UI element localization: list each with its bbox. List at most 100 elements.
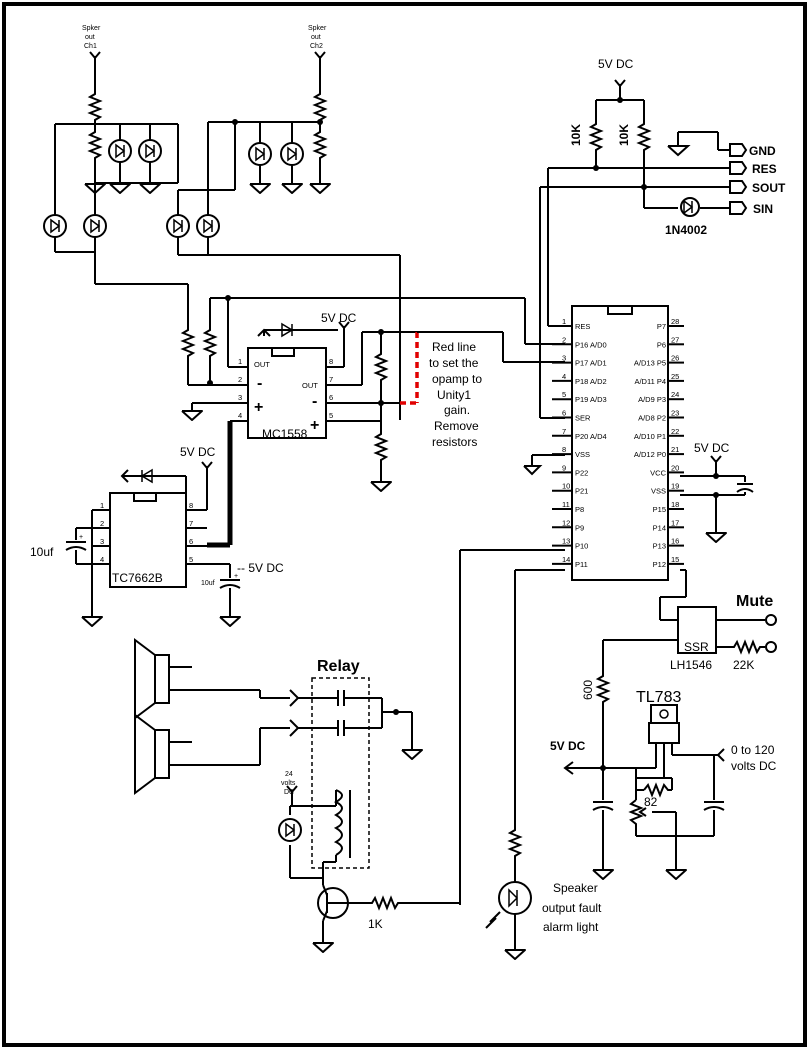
v5-reg-label: 5V DC — [550, 739, 586, 753]
mcu-pin-number-3: 3 — [562, 354, 566, 363]
sin-label: SIN — [753, 202, 773, 216]
mcu-pin-name-5: P19 A/D3 — [575, 395, 607, 404]
mcu-pin-number-19: 19 — [671, 482, 679, 491]
opamp-plus-b: + — [310, 417, 319, 434]
mcu-pin-number-28: 28 — [671, 317, 679, 326]
mcu-pin-number-21: 21 — [671, 445, 679, 454]
fault-label-2: output fault — [542, 901, 602, 915]
tl783-regulator — [563, 704, 725, 880]
opamp-pin-7: 7 — [329, 375, 333, 384]
relay-24v-2: volts — [281, 780, 296, 787]
ssr-mute — [597, 606, 777, 768]
mcu-pin-name-25: A/D11 P4 — [634, 377, 666, 386]
mcu-pin-name-27: P6 — [657, 340, 666, 349]
conv-pin-3: 3 — [100, 537, 104, 546]
spk-ch1-label-3: Ch1 — [84, 43, 97, 50]
mcu-pin-name-4: P18 A/D2 — [575, 377, 607, 386]
v5-conv-label: 5V DC — [180, 445, 216, 459]
spk-ch1-label-1: Spker — [82, 25, 101, 32]
opamp-pin-6: 6 — [329, 393, 333, 402]
opamp-minus-a: - — [257, 375, 262, 392]
r10k-a-label: 10K — [569, 124, 583, 146]
mcu-pin-number-18: 18 — [671, 500, 679, 509]
note-line-5: gain. — [444, 403, 470, 417]
r10k-b-label: 10K — [617, 124, 631, 146]
spk-ch2-label-2: out — [311, 34, 321, 41]
r1k-label: 1K — [368, 917, 383, 931]
mcu-pin-number-7: 7 — [562, 427, 566, 436]
opamp-pin-8: 8 — [329, 357, 333, 366]
voltage-converter-tc7662b: + + — [65, 461, 241, 627]
relay-24v-3: DC — [284, 789, 294, 796]
fault-label-1: Speaker — [553, 881, 598, 895]
cap-10uf-b-label: 10uf — [201, 580, 215, 587]
opamp-name: MC1558 — [262, 427, 308, 441]
opamp-out-b: OUT — [302, 381, 318, 390]
v5-top-label: 5V DC — [598, 57, 634, 71]
mcu-pin-name-20: VCC — [650, 468, 666, 477]
programming-header — [539, 79, 748, 419]
mcu-pin-name-18: P15 — [653, 505, 666, 514]
mcu-pin-name-12: P9 — [575, 523, 584, 532]
mcu-pin-number-8: 8 — [562, 445, 566, 454]
mcu-pin-name-15: P12 — [653, 560, 666, 569]
opamp-pin-2: 2 — [238, 375, 242, 384]
mcu-pin-number-14: 14 — [562, 555, 570, 564]
diode-1n4002-label: 1N4002 — [665, 223, 707, 237]
cap-10uf-a-label: 10uf — [30, 545, 54, 559]
opamp-pin-5: 5 — [329, 411, 333, 420]
mcu-pin-number-12: 12 — [562, 518, 570, 527]
ssr-label: SSR — [684, 640, 709, 654]
mcu-pin-name-23: A/D8 P2 — [638, 414, 666, 423]
speaker-input-network — [43, 51, 401, 420]
mcu-pin-name-24: A/D9 P3 — [638, 395, 666, 404]
mcu-pin-name-14: P11 — [575, 560, 588, 569]
spk-ch2-label-1: Spker — [308, 25, 327, 32]
conv-pin-2: 2 — [100, 519, 104, 528]
mcu-pin-name-1: RES — [575, 322, 590, 331]
tc7662b-name: TC7662B — [112, 571, 163, 585]
r22k-label: 22K — [733, 658, 754, 672]
mcu-pin-name-13: P10 — [575, 542, 588, 551]
opamp-pin-3: 3 — [238, 393, 242, 402]
speakers-relay — [134, 638, 460, 953]
mcu-pin-name-9: P22 — [575, 468, 588, 477]
conv-pin-4: 4 — [100, 555, 104, 564]
mcu-pin-number-20: 20 — [671, 463, 679, 472]
lh1546-label: LH1546 — [670, 658, 712, 672]
vin-label-2: volts DC — [731, 759, 777, 773]
mcu-pin-number-25: 25 — [671, 372, 679, 381]
opamp-plus-a: + — [254, 399, 263, 416]
relay-24v-1: 24 — [285, 771, 293, 778]
mcu-pin-name-8: VSS — [575, 450, 590, 459]
r82-label: 82 — [644, 795, 658, 809]
svg-text:+: + — [234, 573, 238, 580]
mcu-pin-number-26: 26 — [671, 354, 679, 363]
conv-pin-7: 7 — [189, 519, 193, 528]
mcu-pin-number-2: 2 — [562, 335, 566, 344]
note-line-2: to set the — [429, 356, 479, 370]
mcu-pin-number-9: 9 — [562, 463, 566, 472]
mcu-pin-name-19: VSS — [651, 487, 666, 496]
mcu-pin-number-24: 24 — [671, 390, 679, 399]
mcu-pin-number-10: 10 — [562, 482, 570, 491]
spk-ch2-label-3: Ch2 — [310, 43, 323, 50]
neg5-label: -- 5V DC — [237, 561, 284, 575]
mcu-pin-number-11: 11 — [562, 500, 570, 509]
opamp-minus-b: - — [312, 393, 317, 410]
conv-pin-6: 6 — [189, 537, 193, 546]
v5-mcu-label: 5V DC — [694, 441, 730, 455]
note-line-6: Remove — [434, 419, 479, 433]
fault-label-3: alarm light — [543, 920, 599, 934]
mcu-pin-name-16: P13 — [653, 542, 666, 551]
mcu-pin-name-7: P20 A/D4 — [575, 432, 607, 441]
mcu-pin-number-13: 13 — [562, 537, 570, 546]
mcu-pin-number-17: 17 — [671, 518, 679, 527]
opamp-out-a: OUT — [254, 360, 270, 369]
mute-label: Mute — [736, 593, 773, 610]
mcu-pin-number-6: 6 — [562, 409, 566, 418]
mcu-pin-name-26: A/D13 P5 — [634, 359, 666, 368]
